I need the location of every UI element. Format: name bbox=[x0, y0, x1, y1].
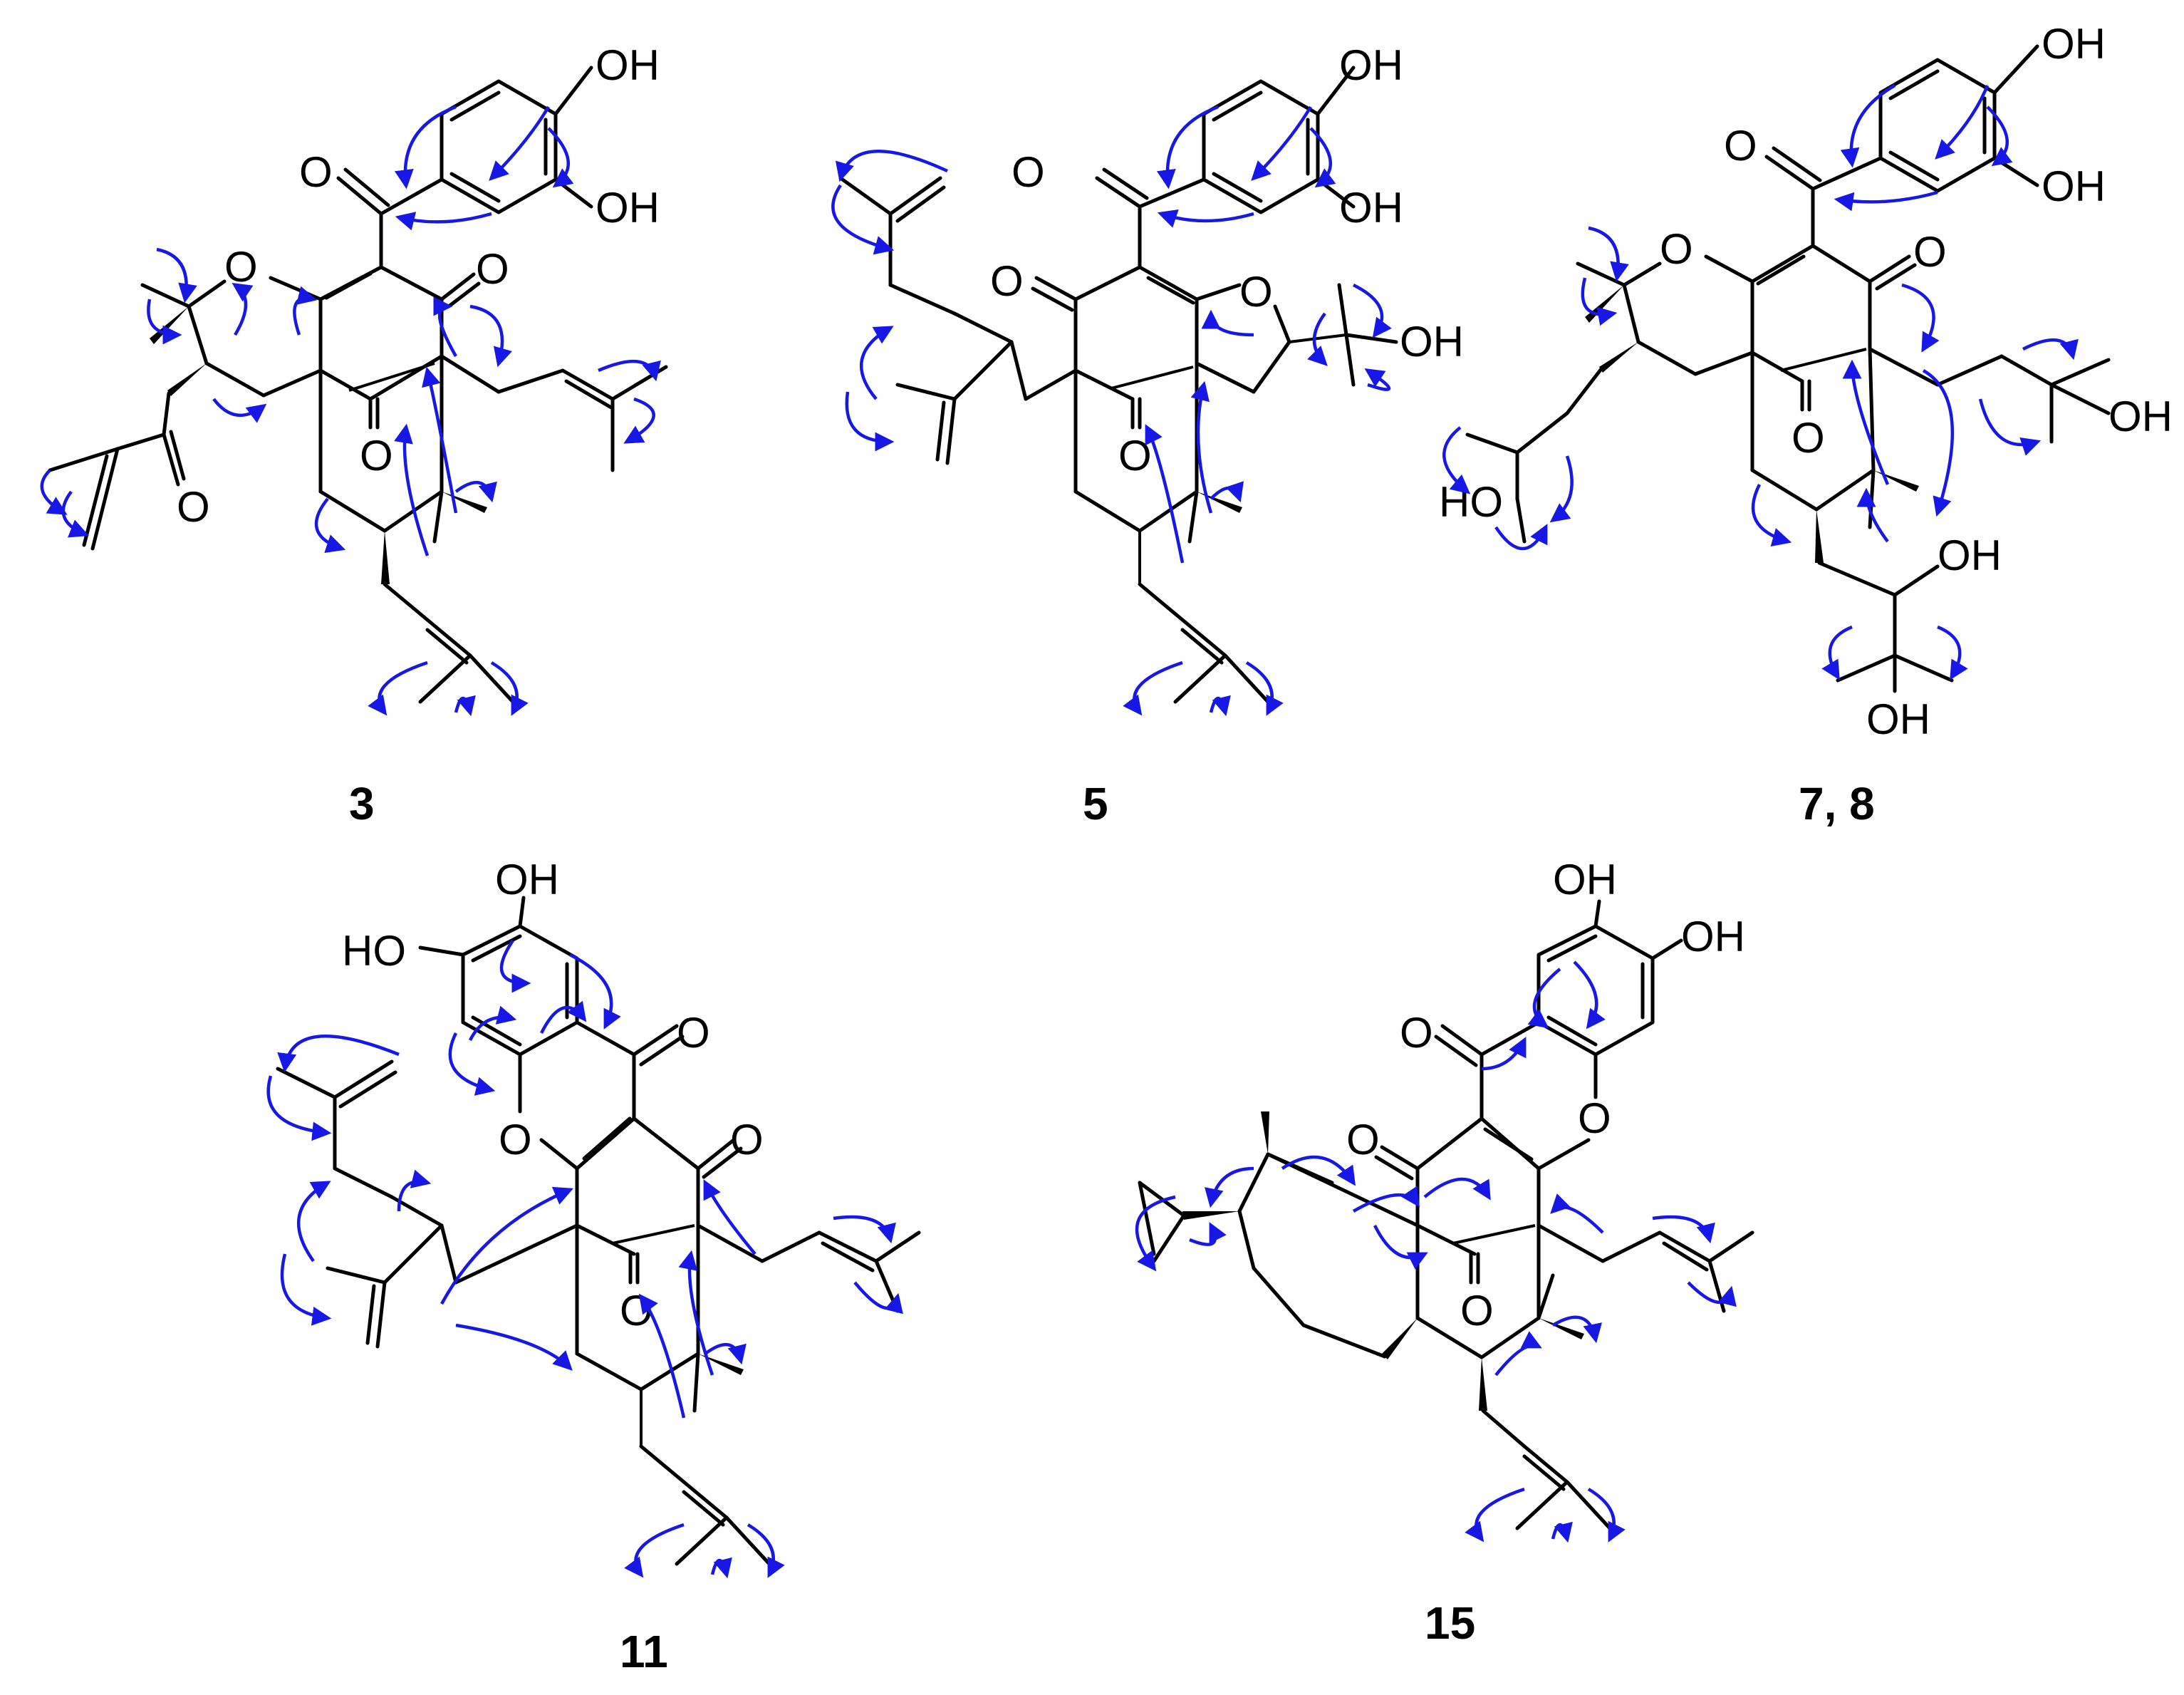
compound-15-oxygen-xanthone: O bbox=[1400, 1009, 1433, 1057]
compound-3-oxygen-ketone: O bbox=[177, 483, 210, 531]
compound-3-oh-1: OH bbox=[596, 41, 660, 89]
compound-11-chromone-aromatic-ring bbox=[461, 924, 579, 1057]
compound-11-label: 11 bbox=[620, 1626, 668, 1677]
compound-3-structure: OH OH O O O O bbox=[40, 41, 668, 717]
compound-11-oxygen-enone: O bbox=[730, 1116, 764, 1163]
compound-11-ho-left: HO bbox=[342, 927, 406, 975]
compound-7-8-oh-lower-1: OH bbox=[1938, 532, 2002, 579]
compound-7-8-oh-1: OH bbox=[2042, 20, 2106, 68]
compound-5-catechol-ring bbox=[1202, 66, 1356, 214]
compound-5-oxygen-furan: O bbox=[1239, 268, 1273, 316]
compound-7-8-oh-lower-2: OH bbox=[1866, 695, 1930, 743]
compound-11-oxygen-chromone: O bbox=[677, 1009, 710, 1057]
compound-5-oh-side: OH bbox=[1400, 318, 1464, 366]
compound-3-label: 3 bbox=[349, 778, 375, 829]
compound-3-oxygen-benzoyl: O bbox=[299, 148, 333, 196]
compound-7-8-oh-right: OH bbox=[2108, 393, 2173, 440]
compound-11-oh-top: OH bbox=[495, 856, 559, 903]
compound-7-8-oh-2: OH bbox=[2042, 162, 2106, 210]
compound-15-structure: OH OH O O O O bbox=[1135, 856, 1754, 1543]
compound-7-8-ho-left: HO bbox=[1439, 478, 1503, 526]
compound-15-oxygen-enone: O bbox=[1346, 1116, 1380, 1163]
compound-15-oxygen-bridge: O bbox=[1460, 1287, 1494, 1334]
compound-5-oh-2: OH bbox=[1339, 184, 1403, 232]
compound-7-8-label: 7, 8 bbox=[1799, 778, 1875, 829]
compound-15-hmbc-arrows bbox=[1135, 960, 1737, 1543]
compound-5-oxygen-benzoyl: O bbox=[1012, 148, 1045, 196]
compound-7-8-oxygen-enone: O bbox=[1913, 228, 1947, 276]
compound-3-oh-2: OH bbox=[596, 184, 660, 232]
compound-7-8-oxygen-bridge: O bbox=[1792, 414, 1825, 462]
compound-5-structure: OH OH O O O OH O bbox=[831, 41, 1464, 717]
compound-11-oxygen-pyranone: O bbox=[499, 1116, 532, 1163]
compound-5-hmbc-arrows bbox=[831, 105, 1392, 717]
compound-5-label: 5 bbox=[1083, 778, 1108, 829]
compound-15-oh-2: OH bbox=[1681, 913, 1745, 960]
compound-7-8-oxygen-pyran: O bbox=[1660, 225, 1693, 273]
compound-3-catechol-ring bbox=[440, 66, 593, 214]
compound-15-label: 15 bbox=[1425, 1597, 1475, 1649]
compound-5-oh-1: OH bbox=[1339, 41, 1403, 89]
compound-5-oxygen-bridge: O bbox=[1118, 432, 1152, 480]
compound-7-8-catechol-ring bbox=[1878, 44, 2039, 193]
compound-7-8-structure: OH OH O O O HO O bbox=[1439, 20, 2173, 743]
compound-15-oh-1: OH bbox=[1553, 856, 1617, 903]
compound-3-hmbc-arrows bbox=[40, 105, 661, 717]
compound-11-structure: OH HO O O O O bbox=[266, 856, 921, 1579]
compound-3-oxygen-enone: O bbox=[476, 245, 509, 293]
compound-3-oxygen-bridge: O bbox=[360, 432, 393, 480]
compound-3-oxygen-pyran: O bbox=[224, 243, 258, 291]
compound-15-oxygen-pyran: O bbox=[1578, 1094, 1611, 1142]
compound-7-8-oxygen-benzoyl: O bbox=[1724, 122, 1757, 170]
compound-11-hmbc-arrows bbox=[266, 939, 903, 1579]
compound-7-8-hmbc-arrows bbox=[1442, 84, 2079, 680]
compound-5-oxygen-enone: O bbox=[990, 257, 1024, 305]
